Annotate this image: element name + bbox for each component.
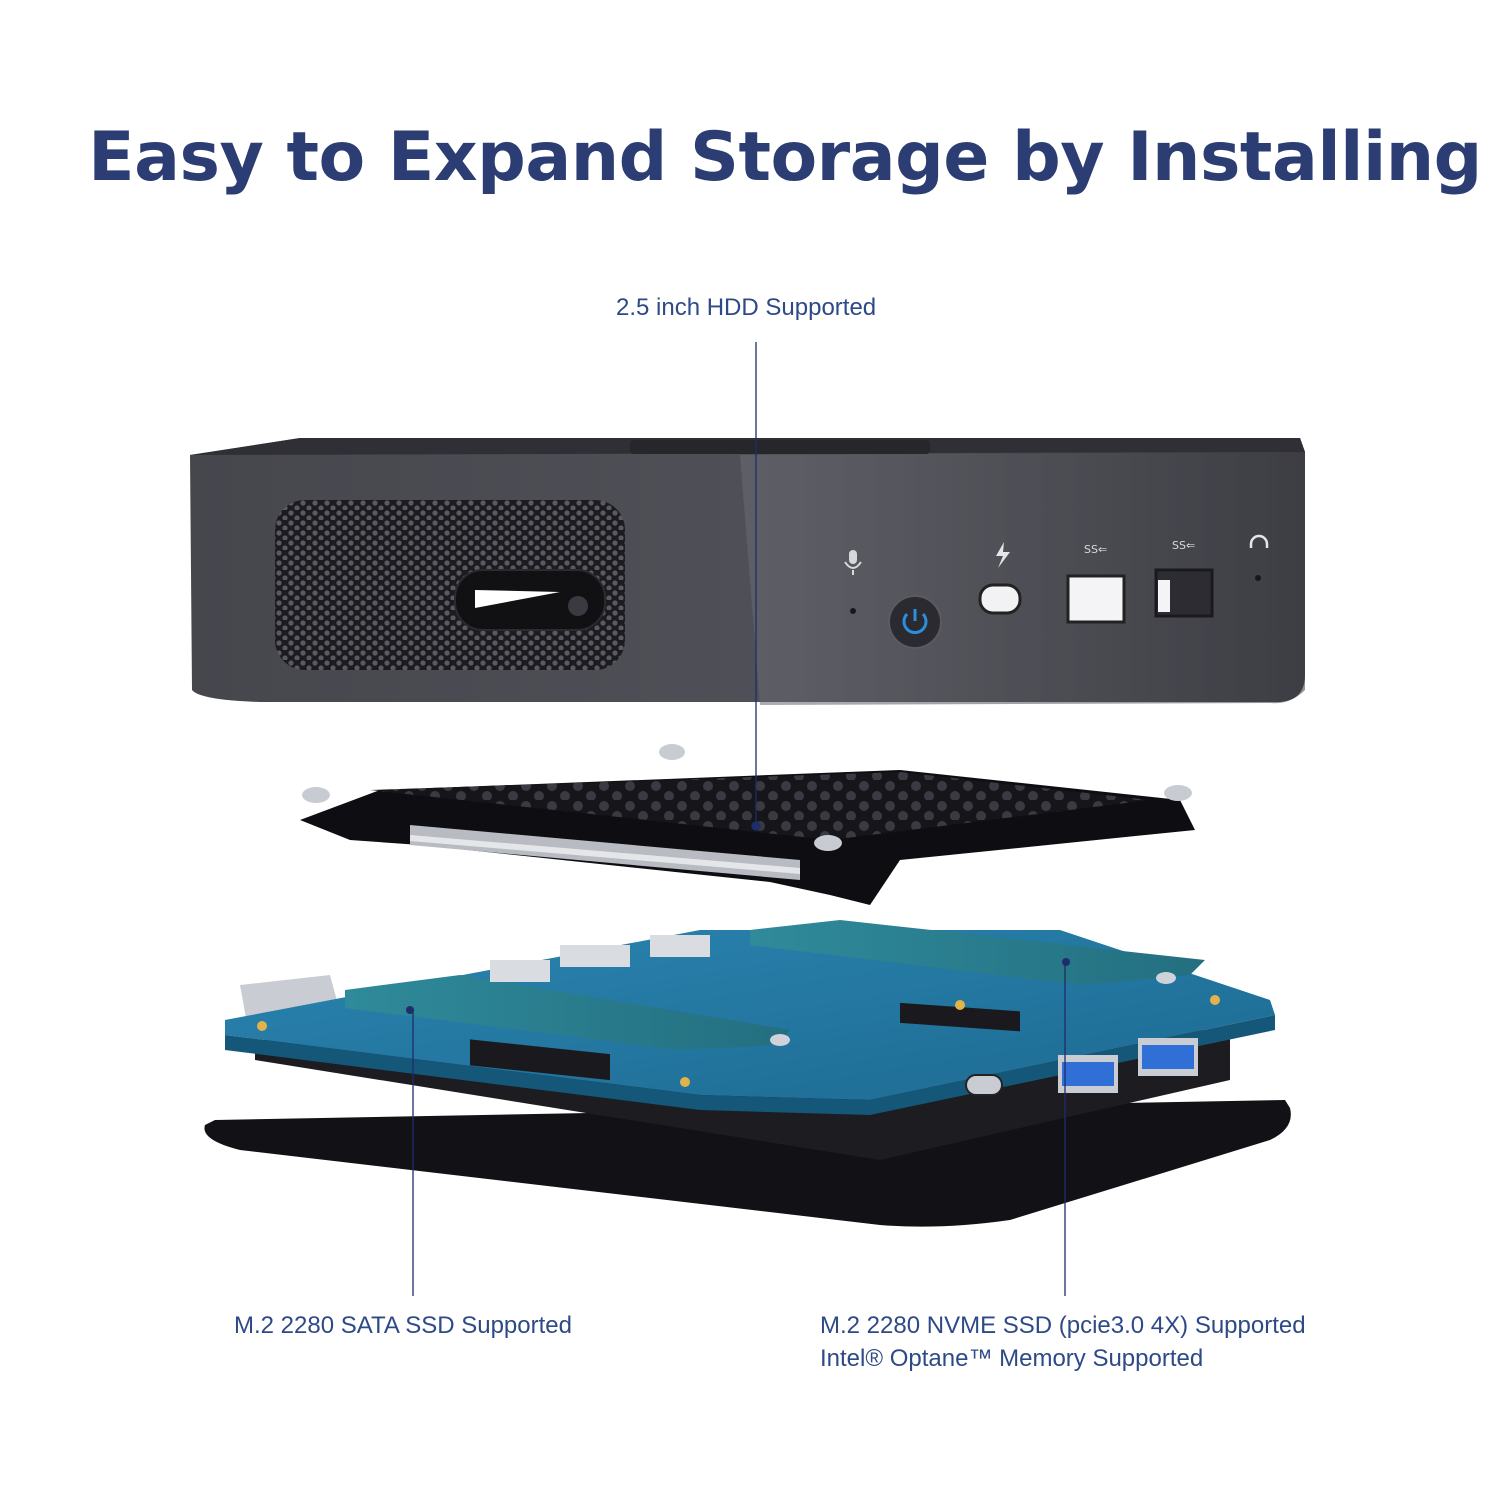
usb-c-port (978, 583, 1022, 615)
sata-ssd-callout-label: M.2 2280 SATA SSD Supported (234, 1312, 572, 1339)
power-icon (902, 609, 928, 634)
usb-superspeed-icon: SS⇐ (1084, 543, 1107, 556)
hdd-bracket (300, 744, 1195, 905)
usb-superspeed-icon: SS⇐ (1172, 539, 1195, 552)
usb-c-port (965, 1074, 1003, 1096)
headphone-icon (1249, 534, 1269, 581)
hdd-callout-label: 2.5 inch HDD Supported (616, 294, 877, 321)
nvme-callout-line1: M.2 2280 NVME SSD (pcie3.0 4X) Supported (820, 1312, 1306, 1339)
thunderbolt-icon (996, 542, 1010, 568)
thumb-screw (302, 744, 1192, 851)
page-headline: Easy to Expand Storage by Installing (88, 118, 1482, 197)
sata-ssd-module (345, 975, 790, 1081)
microphone-icon (844, 550, 862, 614)
usb-a-port (1138, 1038, 1198, 1076)
usb-a-port (1058, 1055, 1118, 1093)
nvme-ssd-callout-label: M.2 2280 NVME SSD (pcie3.0 4X) Supported… (820, 1309, 1306, 1375)
vent-grille (275, 500, 625, 670)
motherboard-assembly (204, 920, 1291, 1227)
optane-callout-line2: Intel® Optane™ Memory Supported (820, 1345, 1204, 1372)
nvme-ssd-module (750, 920, 1205, 1032)
power-button[interactable] (888, 595, 942, 649)
svg-text:SS⇐: SS⇐ (1084, 543, 1107, 556)
svg-text:SS⇐: SS⇐ (1172, 539, 1195, 552)
mini-pc-chassis: SS⇐ SS⇐ (190, 438, 1305, 705)
usb-a-port (1066, 574, 1126, 624)
